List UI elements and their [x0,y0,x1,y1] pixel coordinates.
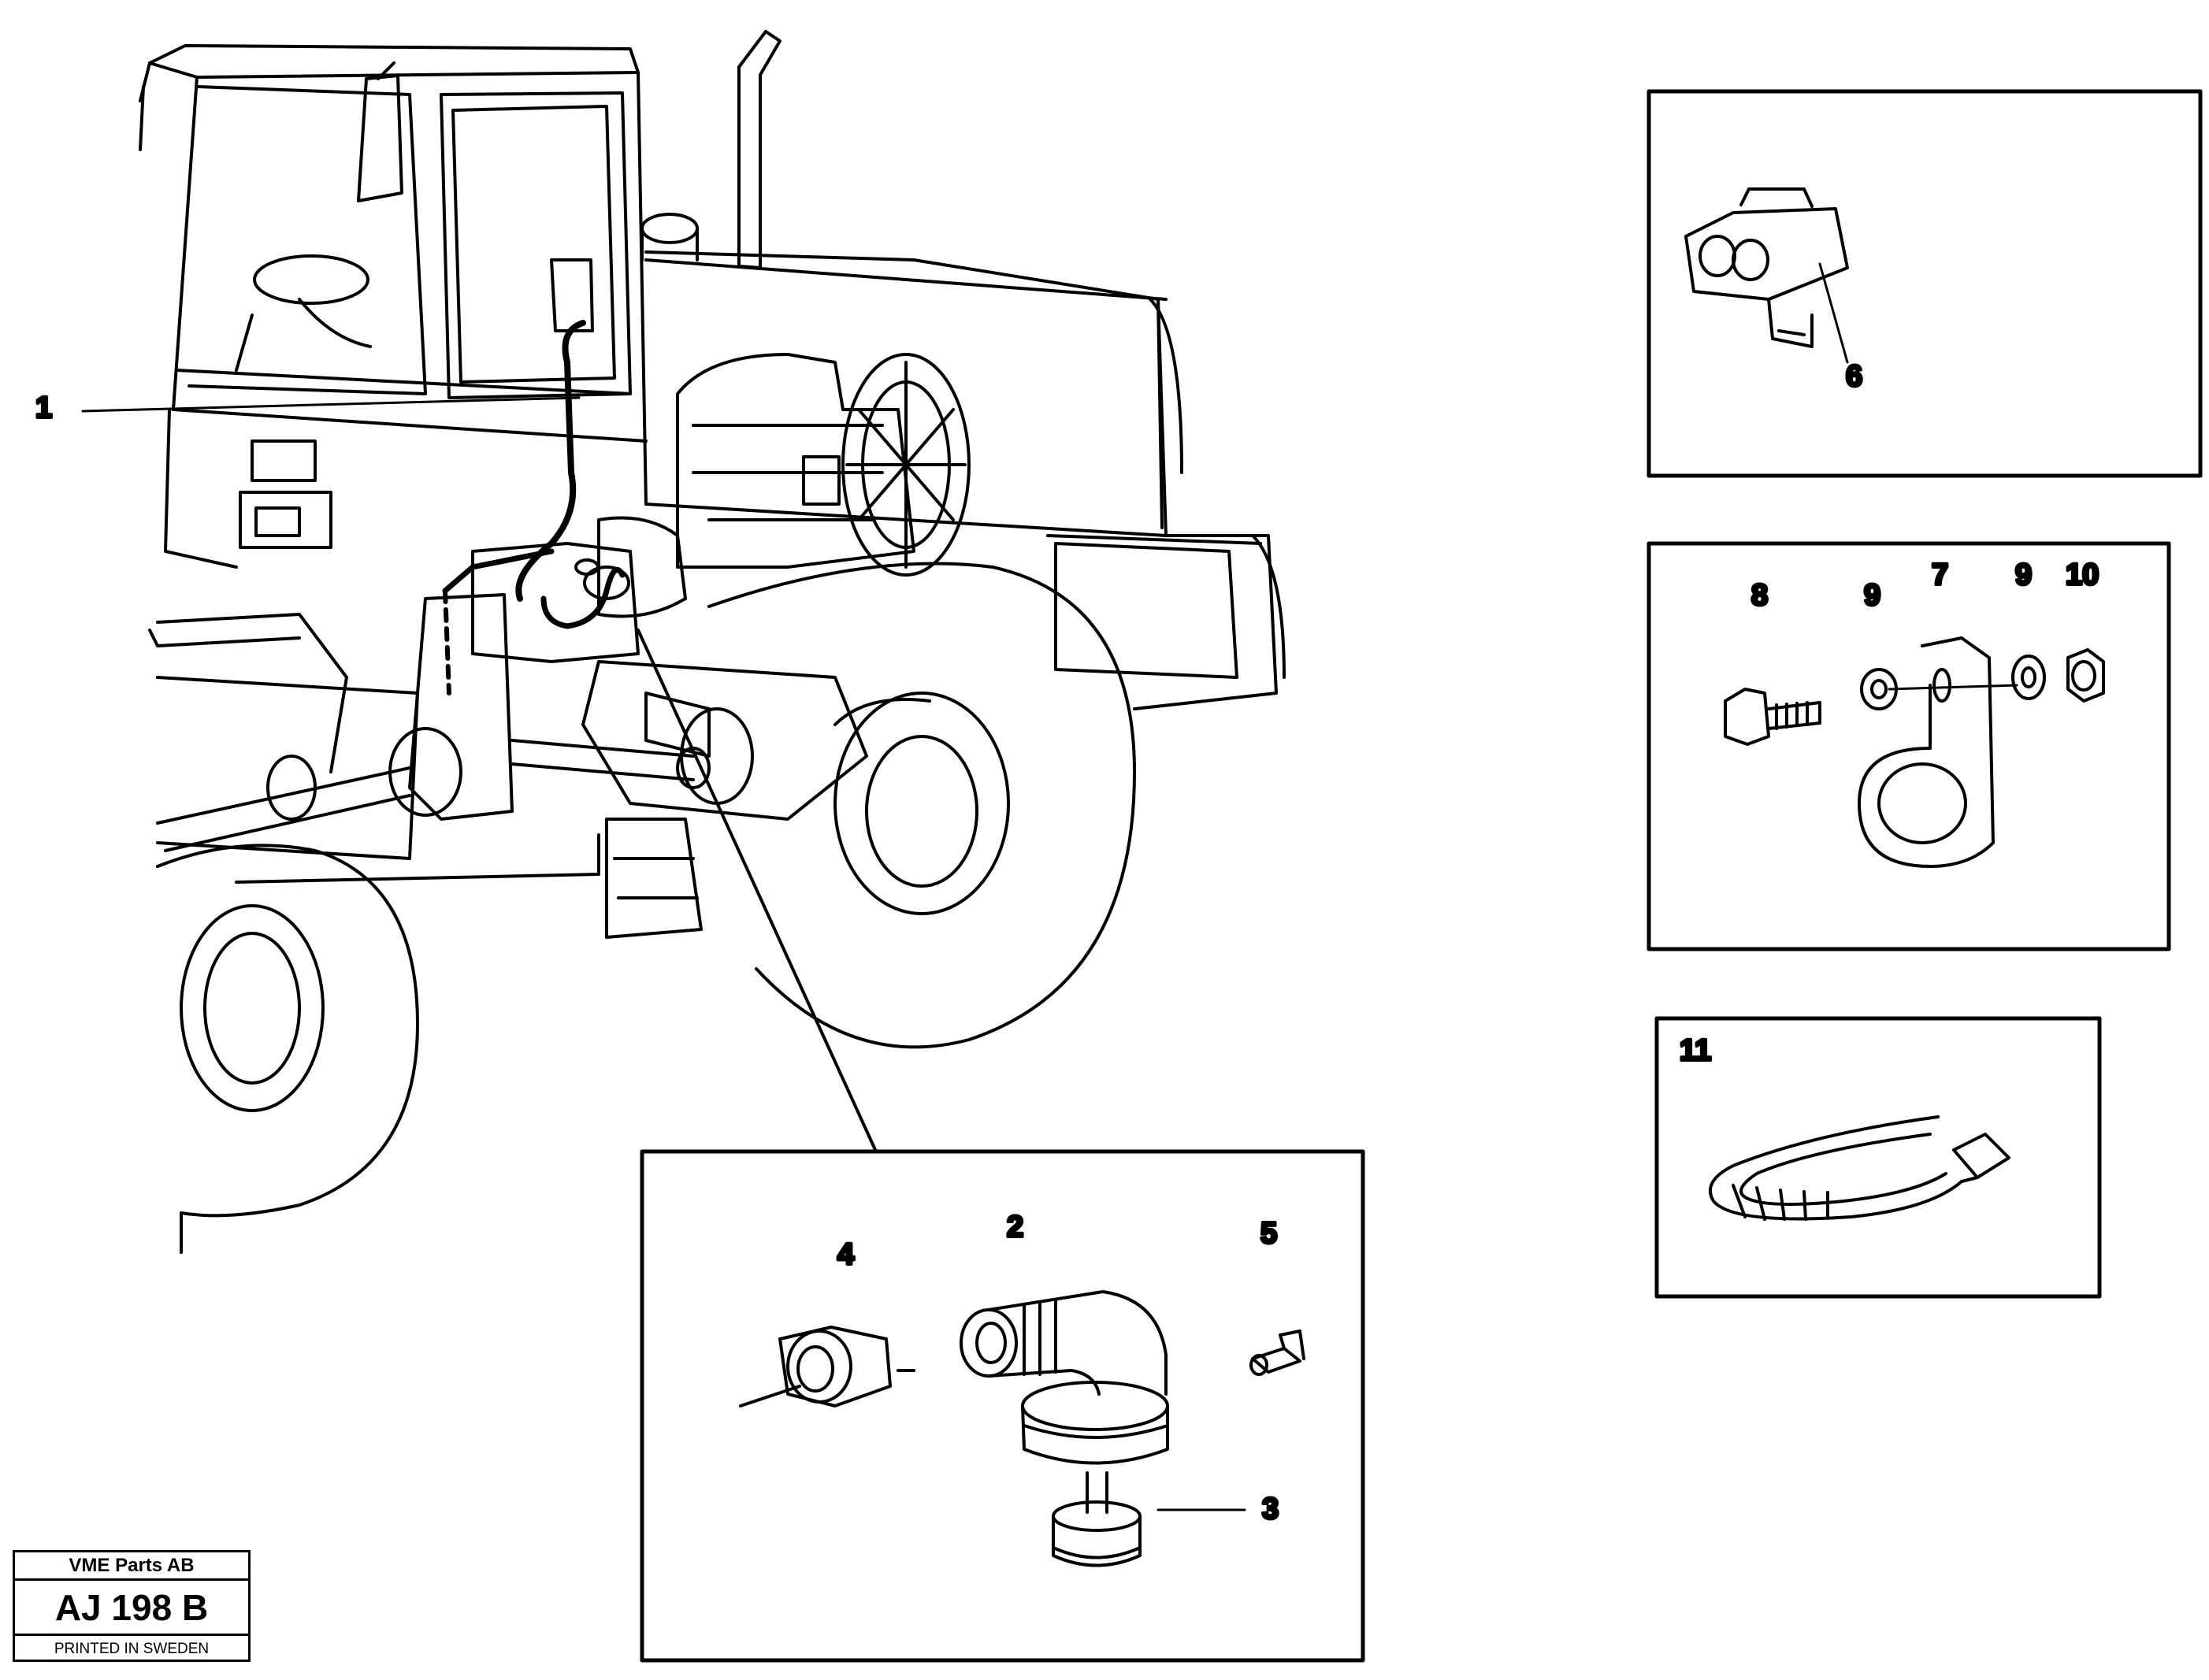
nut-part-10 [2066,648,2105,703]
callout-2: 2 [1007,1211,1023,1244]
stamp-company: VME Parts AB [15,1552,248,1581]
callout-10: 10 [2066,558,2099,592]
callout-6: 6 [1846,360,1862,393]
stamp-printed: PRINTED IN SWEDEN [54,1641,210,1657]
elbow-fitting-part-2 [960,1290,1169,1514]
detail-box-sensor [640,1149,1365,1663]
title-stamp: VME Parts AB AJ 198 B PRINTED IN SWEDEN [13,1550,251,1662]
callout-4: 4 [837,1238,854,1271]
stamp-code: AJ 198 B [15,1581,248,1636]
terminal-part-5 [1249,1330,1305,1376]
callout-9b: 9 [2015,558,2032,592]
callout-11: 11 [1680,1034,1711,1067]
nut-part-4 [739,1326,915,1407]
clamp-part-7 [1858,636,2018,868]
leader-line [637,629,878,1153]
callout-3: 3 [1262,1493,1279,1526]
washer-part-9b [2011,655,2046,700]
callout-1: 1 [35,391,52,425]
clip-part-6 [1684,187,1849,364]
cable-tie-part-11 [1709,1115,2010,1221]
callout-9a: 9 [1864,579,1880,612]
callout-5: 5 [1260,1217,1277,1250]
callout-8: 8 [1751,579,1768,612]
detail-box-bracket [1647,541,2171,951]
sensor-part-3 [1052,1500,1246,1567]
detail-box-clip [1647,89,2203,478]
detail-box-cable-tie [1654,1016,2102,1299]
bolt-part-8 [1724,688,1821,746]
callout-7: 7 [1932,558,1948,592]
wheel-loader-illustration [139,30,1286,1254]
callout-1-leader [81,396,581,413]
